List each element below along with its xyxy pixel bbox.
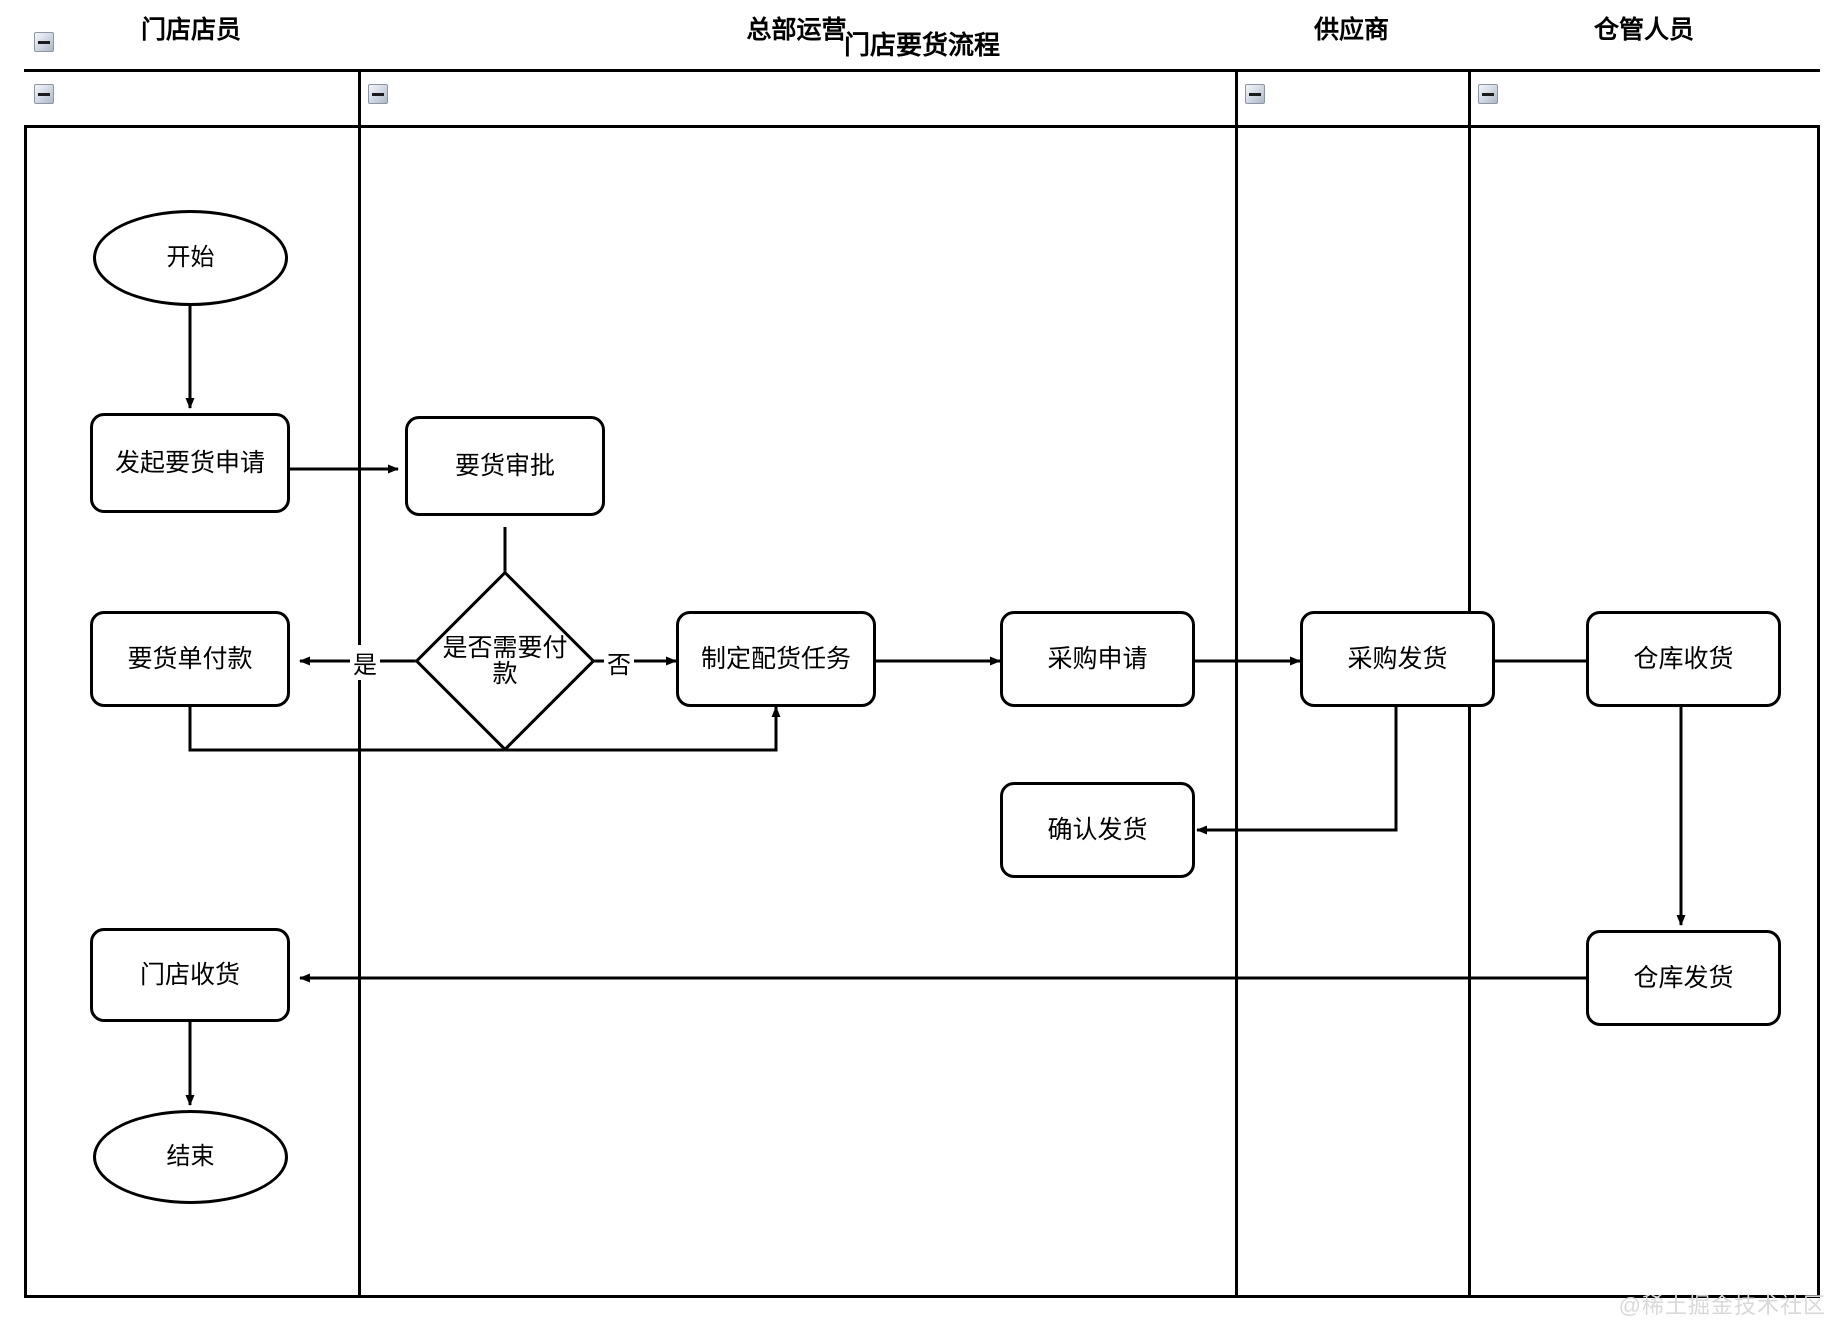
node-warehouse-in[interactable]: 仓库收货 — [1586, 611, 1781, 707]
node-start[interactable]: 开始 — [93, 210, 288, 306]
node-label-store-receive: 门店收货 — [139, 960, 240, 989]
lane-label-store-clerk: 门店店员 — [140, 16, 241, 44]
lane-label-warehouse: 仓管人员 — [1593, 16, 1694, 44]
lane-header-warehouse: 仓管人员 — [1468, 0, 1820, 56]
lane-header-store-clerk: 门店店员 — [24, 0, 358, 56]
node-label-warehouse-in: 仓库收货 — [1633, 644, 1734, 673]
node-confirm-shipment[interactable]: 确认发货 — [1000, 782, 1195, 878]
node-label-approve-request: 要货审批 — [454, 451, 555, 480]
node-create-dispatch[interactable]: 制定配货任务 — [676, 611, 876, 707]
node-label-end: 结束 — [166, 1143, 215, 1171]
node-label-warehouse-out: 仓库发货 — [1633, 963, 1734, 992]
node-label-need-payment: 是否需要付款 — [442, 633, 568, 688]
lane-header-row — [24, 72, 1820, 128]
node-label-raise-request: 发起要货申请 — [114, 448, 265, 477]
lane-label-hq-ops: 总部运营 — [746, 16, 847, 44]
node-order-payment[interactable]: 要货单付款 — [90, 611, 290, 707]
lane-header-supplier: 供应商 — [1235, 0, 1468, 56]
node-label-order-payment: 要货单付款 — [127, 644, 253, 673]
node-label-start: 开始 — [166, 244, 215, 272]
lane-divider-1 — [358, 72, 361, 1298]
node-end[interactable]: 结束 — [93, 1110, 288, 1204]
node-warehouse-out[interactable]: 仓库发货 — [1586, 930, 1781, 1026]
collapse-icon-pool[interactable] — [34, 32, 54, 52]
node-purchase-request[interactable]: 采购申请 — [1000, 611, 1195, 707]
collapse-icon-lane-hq-ops[interactable] — [368, 84, 388, 104]
node-store-receive[interactable]: 门店收货 — [90, 928, 290, 1022]
node-label-confirm-shipment: 确认发货 — [1047, 815, 1148, 844]
lane-divider-2 — [1235, 72, 1238, 1298]
node-label-purchase-ship: 采购发货 — [1347, 644, 1448, 673]
node-purchase-ship[interactable]: 采购发货 — [1300, 611, 1495, 707]
watermark: @稀土掘金技术社区 — [1618, 1293, 1826, 1318]
pool-title-bar: 门店要货流程 — [24, 18, 1820, 72]
swimlane-pool — [24, 18, 1820, 1298]
lane-header-hq-ops: 总部运营 — [358, 0, 1235, 56]
node-label-create-dispatch: 制定配货任务 — [700, 644, 851, 673]
node-approve-request[interactable]: 要货审批 — [405, 416, 605, 516]
collapse-icon-lane-warehouse[interactable] — [1478, 84, 1498, 104]
collapse-icon-lane-supplier[interactable] — [1245, 84, 1265, 104]
lane-label-supplier: 供应商 — [1313, 16, 1389, 44]
page-title: 门店要货流程 — [843, 30, 1000, 60]
edge-label-yes: 是 — [350, 645, 380, 680]
collapse-icon-lane-store-clerk[interactable] — [34, 84, 54, 104]
node-raise-request[interactable]: 发起要货申请 — [90, 413, 290, 513]
node-label-purchase-request: 采购申请 — [1047, 644, 1148, 673]
node-need-payment[interactable]: 是否需要付款 — [414, 570, 596, 752]
edge-label-no: 否 — [604, 645, 634, 680]
